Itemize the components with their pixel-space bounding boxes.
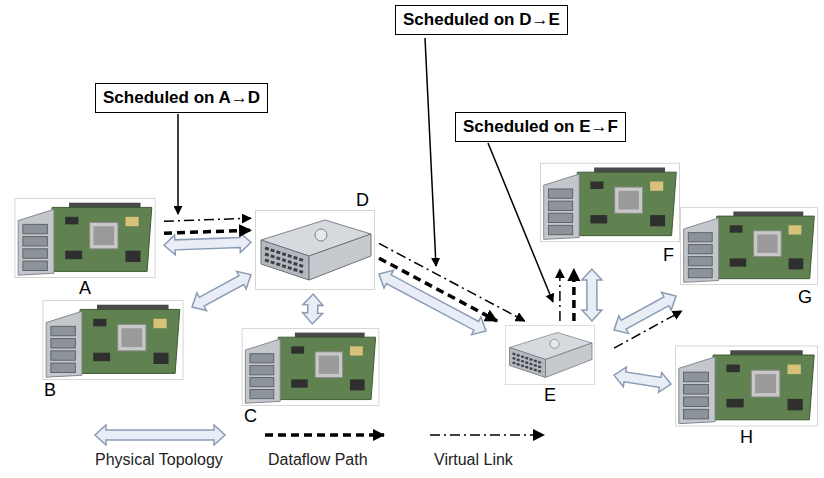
physical-link [379, 270, 486, 334]
leader-line [425, 38, 436, 266]
legend-virtual-sample [430, 434, 544, 436]
card-image [242, 328, 379, 405]
physical-link [192, 271, 251, 310]
physical-link [164, 233, 251, 255]
dataflow-path [164, 230, 251, 233]
card-image [675, 346, 817, 426]
dataflow-path [379, 258, 497, 321]
network-node: G [680, 205, 818, 307]
callout-box: Scheduled on A→D [95, 83, 268, 113]
switch-image [256, 211, 375, 290]
physical-link [614, 292, 676, 333]
callout-box: Scheduled on D→E [395, 5, 568, 35]
node-label: E [490, 385, 610, 405]
node-label: H [675, 427, 818, 447]
legend-physical-sample [95, 425, 225, 445]
legend-label: Dataflow Path [268, 450, 368, 470]
dataflow-path [572, 269, 576, 321]
network-node: F [540, 160, 680, 265]
callout-text: Scheduled on D→E [403, 9, 560, 31]
node-label: A [10, 278, 160, 298]
virtual-link [164, 218, 251, 221]
node-label: G [680, 287, 818, 307]
network-node: E [490, 325, 610, 405]
switch-image [505, 325, 594, 384]
leader-line [488, 143, 553, 302]
node-label: C [238, 406, 383, 426]
leader-line [177, 114, 179, 214]
network-node: A [10, 198, 160, 298]
physical-link [582, 269, 602, 321]
physical-link [303, 294, 323, 324]
node-label: D [255, 190, 375, 210]
legend-dataflow-sample [265, 433, 384, 437]
legend-label: Physical Topology [95, 450, 223, 470]
callout-text: Scheduled on A→D [103, 87, 260, 109]
card-image [540, 163, 679, 241]
card-image [15, 198, 155, 277]
virtual-link [379, 243, 525, 321]
callout-box: Scheduled on E→F [455, 112, 626, 142]
physical-link [614, 367, 671, 392]
node-label: B [38, 380, 188, 400]
legend-label: Virtual Link [434, 450, 513, 470]
virtual-link [614, 311, 682, 348]
callout-text: Scheduled on E→F [463, 116, 618, 138]
network-node: H [675, 345, 818, 447]
card-image [680, 207, 817, 284]
network-node: B [38, 300, 188, 400]
virtual-link [559, 269, 561, 321]
network-node: C [238, 328, 383, 426]
card-image [43, 300, 183, 379]
node-label: F [540, 245, 680, 265]
network-node: D [255, 190, 375, 290]
